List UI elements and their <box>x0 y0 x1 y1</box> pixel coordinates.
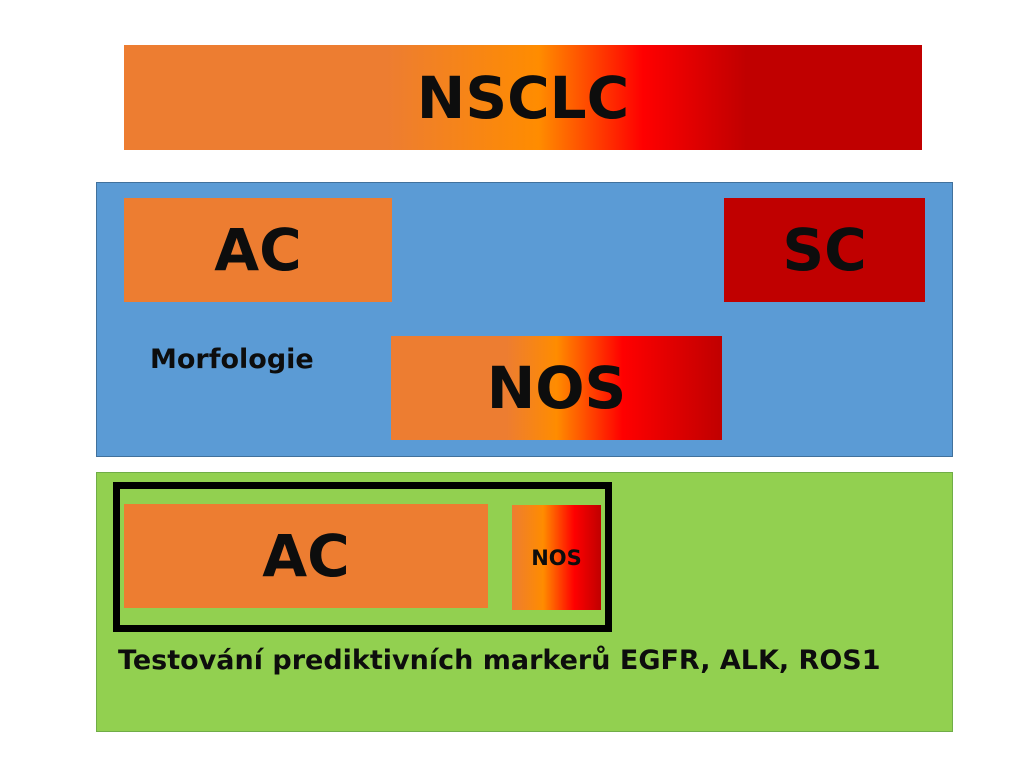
morphology-ac-label: AC <box>214 216 302 284</box>
morphology-caption: Morfologie <box>150 343 314 375</box>
morphology-nos-box: NOS <box>391 336 722 440</box>
morphology-nos-label: NOS <box>486 354 627 422</box>
nsclc-banner: NSCLC <box>124 45 922 150</box>
testing-ac-label: AC <box>262 522 350 590</box>
testing-caption: Testování prediktivních markerů EGFR, AL… <box>118 644 881 676</box>
testing-ac-box: AC <box>124 504 488 608</box>
tested-group-frame <box>113 482 612 632</box>
morphology-sc-label: SC <box>782 216 867 284</box>
testing-nos-label: NOS <box>531 545 582 570</box>
testing-nos-box: NOS <box>512 505 601 610</box>
morphology-sc-box: SC <box>724 198 925 302</box>
nsclc-label: NSCLC <box>416 63 630 132</box>
morphology-ac-box: AC <box>124 198 392 302</box>
